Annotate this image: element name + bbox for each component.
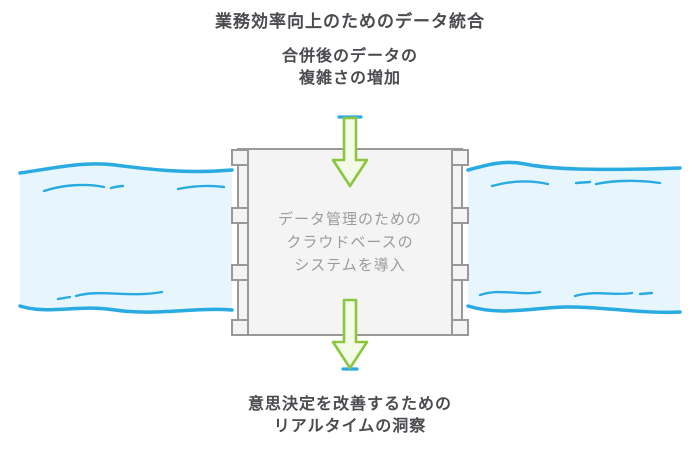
source-label-line1: 合併後のデータの [281, 48, 418, 65]
result-label: 意思決定を改善するための リアルタイムの洞察 [0, 394, 700, 438]
water-right-illustration [466, 160, 682, 315]
water-left-illustration [18, 162, 234, 314]
diagram-title: 業務効率向上のためのデータ統合 [215, 12, 485, 31]
process-box-line2: クラウドベースの [286, 233, 414, 251]
result-label-line2: リアルタイムの洞察 [273, 418, 427, 435]
arrow-down-icon [331, 115, 369, 188]
result-label-line1: 意思決定を改善するための [247, 396, 452, 413]
source-label-line2: 複雑さの増加 [298, 70, 401, 87]
process-box-line1: データ管理のための [277, 210, 422, 228]
process-box-line3: システムを導入 [294, 256, 406, 274]
arrow-down-icon [331, 298, 369, 371]
process-box-label: データ管理のための クラウドベースの システムを導入 [247, 148, 453, 336]
source-label: 合併後のデータの 複雑さの増加 [0, 46, 700, 90]
